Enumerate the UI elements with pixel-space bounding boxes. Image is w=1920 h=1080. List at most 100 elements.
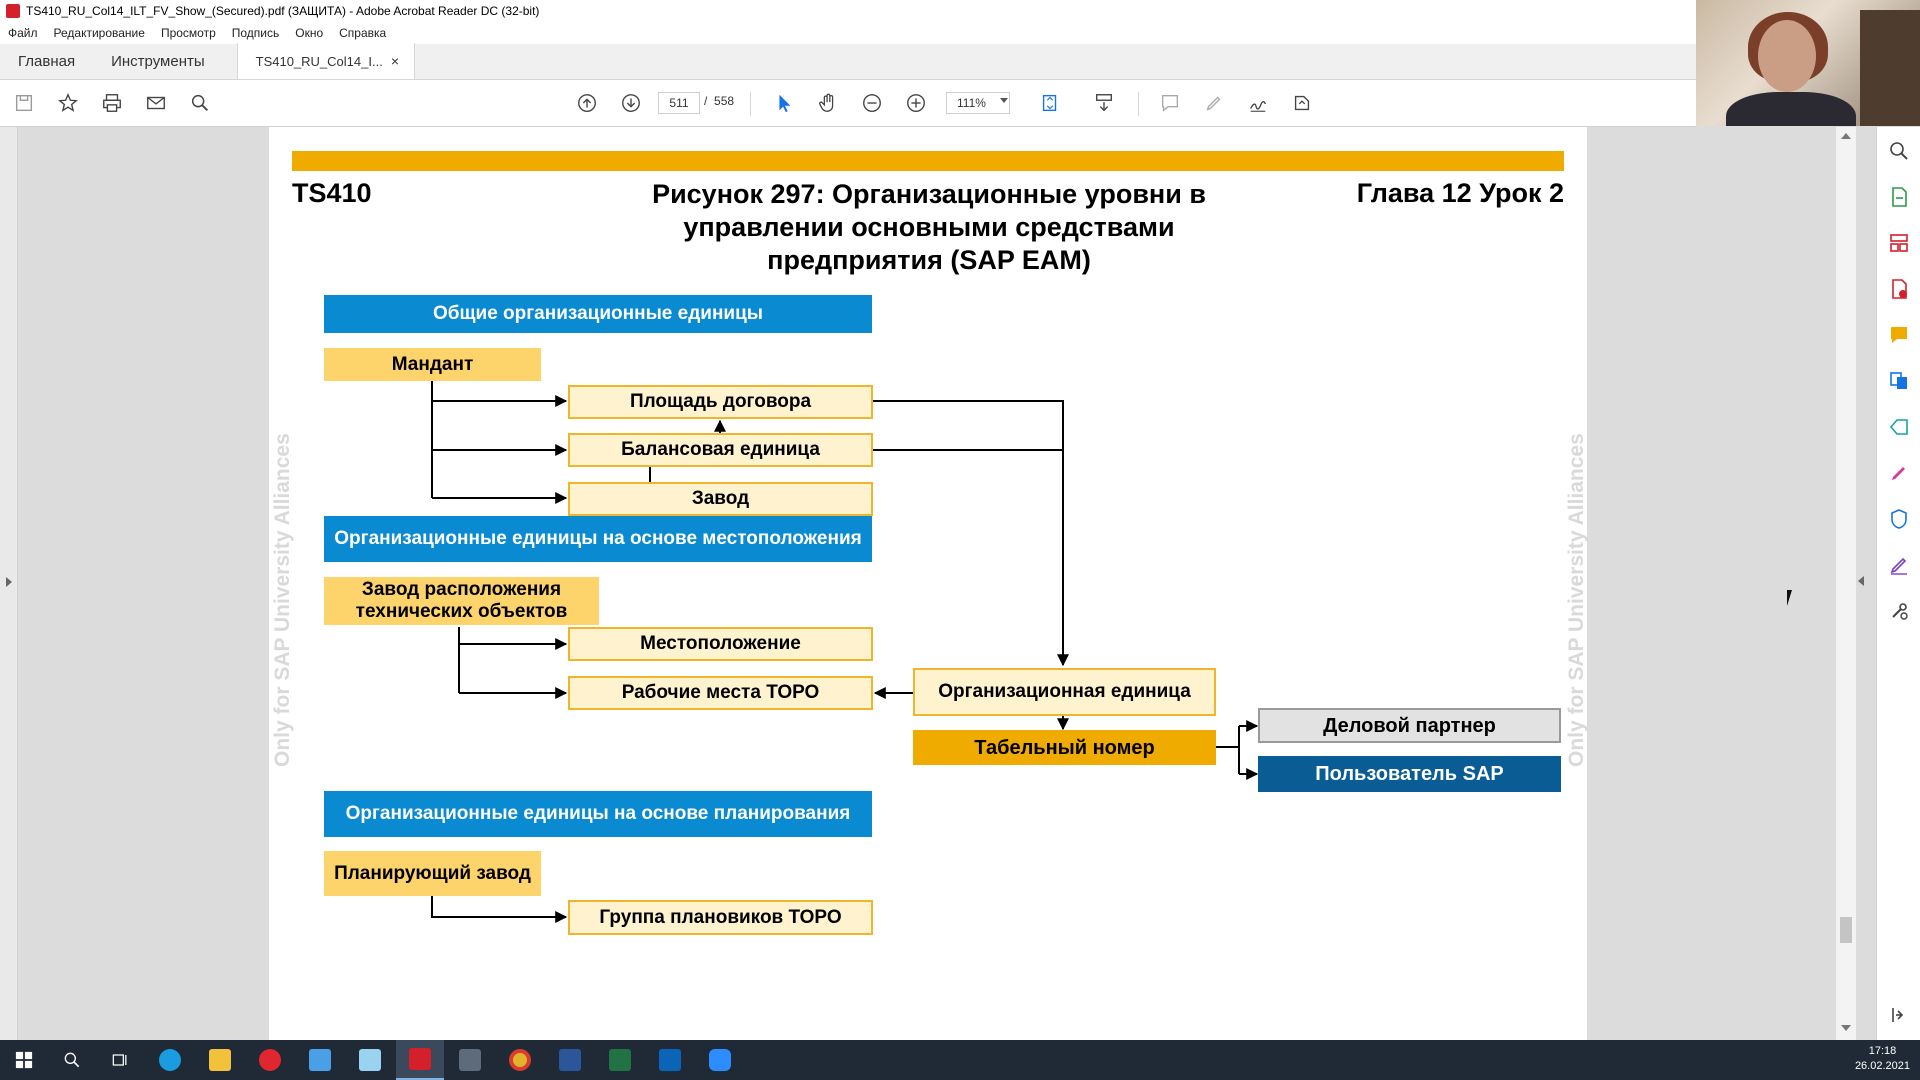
tab-document[interactable]: TS410_RU_Col14_I... ×	[236, 43, 415, 79]
node-work-centers: Рабочие места ТОРО	[568, 676, 873, 710]
fit-page-icon[interactable]	[1036, 89, 1064, 117]
search-icon[interactable]	[186, 89, 214, 117]
next-page-icon[interactable]	[617, 89, 645, 117]
node-business-partner: Деловой партнер	[1258, 708, 1561, 743]
highlight-pen-icon[interactable]	[1200, 89, 1228, 117]
tools-pane	[1876, 127, 1920, 1040]
menu-window[interactable]: Окно	[295, 26, 324, 40]
save-icon[interactable]	[10, 89, 38, 117]
node-location: Местоположение	[568, 627, 873, 661]
vertical-scrollbar[interactable]	[1836, 127, 1856, 1040]
taskbar-search-icon[interactable]	[48, 1040, 96, 1080]
organize-pages-icon[interactable]	[1887, 231, 1911, 255]
send-for-review-icon[interactable]	[1887, 415, 1911, 439]
acrobat-taskbar-icon[interactable]	[396, 1040, 444, 1080]
toolbar: 511 / 558 111%	[0, 80, 1696, 127]
connector-planningplant-plannergroup	[431, 896, 568, 923]
tab-document-label: TS410_RU_Col14_I...	[255, 53, 383, 69]
system-clock[interactable]: 17:18 26.02.2021	[1855, 1044, 1910, 1074]
task-view-icon[interactable]	[96, 1040, 144, 1080]
tab-tools-label: Инструменты	[111, 52, 205, 70]
comment-icon[interactable]	[1156, 89, 1184, 117]
page-number-input[interactable]: 511	[658, 92, 700, 114]
opera-icon[interactable]	[246, 1040, 294, 1080]
bookshelf-graphic	[1860, 10, 1920, 126]
bookmark-star-icon[interactable]	[54, 89, 82, 117]
scroll-up-icon[interactable]	[1841, 133, 1851, 139]
comment-tool-icon[interactable]	[1887, 323, 1911, 347]
zoom-search-icon[interactable]	[1887, 139, 1911, 163]
create-pdf-icon[interactable]	[1887, 277, 1911, 301]
fill-sign-icon[interactable]	[1887, 461, 1911, 485]
excel-icon[interactable]	[596, 1040, 644, 1080]
page-total-value: 558	[714, 94, 735, 108]
export-pdf-icon[interactable]	[1887, 185, 1911, 209]
section-location: Организационные единицы на основе местоп…	[324, 516, 872, 562]
menu-file[interactable]: Файл	[8, 26, 38, 40]
webcam-video	[1696, 0, 1920, 126]
left-panel-toggle[interactable]	[0, 127, 18, 1040]
file-explorer-icon[interactable]	[196, 1040, 244, 1080]
node-org-unit: Организационная единица	[913, 668, 1216, 716]
section-general: Общие организационные единицы	[324, 295, 872, 333]
zoom-app-icon[interactable]	[696, 1040, 744, 1080]
tab-home[interactable]: Главная	[0, 43, 93, 79]
print-icon[interactable]	[98, 89, 126, 117]
scroll-mode-icon[interactable]	[1090, 89, 1118, 117]
presenter-body	[1726, 92, 1856, 126]
document-viewport[interactable]: TS410 Рисунок 297: Организационные уровн…	[18, 127, 1846, 1040]
toolbar-separator	[1138, 92, 1139, 116]
edge-icon[interactable]	[146, 1040, 194, 1080]
tab-close-icon[interactable]: ×	[390, 53, 399, 69]
scroll-down-icon[interactable]	[1841, 1025, 1851, 1031]
pdf-page: TS410 Рисунок 297: Организационные уровн…	[269, 127, 1588, 1040]
menu-sign[interactable]: Подпись	[231, 26, 280, 40]
slide-chapter: Глава 12 Урок 2	[1356, 178, 1564, 208]
select-cursor-icon[interactable]	[770, 89, 798, 117]
node-planner-group: Группа плановиков ТОРО	[568, 900, 873, 935]
node-plant: Завод	[568, 482, 873, 516]
protect-icon[interactable]	[1887, 507, 1911, 531]
pen-app-icon[interactable]	[296, 1040, 344, 1080]
sign-icon[interactable]	[1244, 89, 1272, 117]
menu-edit[interactable]: Редактирование	[53, 26, 145, 40]
zoom-in-icon[interactable]	[902, 89, 930, 117]
tab-home-label: Главная	[18, 52, 76, 70]
outlook-icon[interactable]	[646, 1040, 694, 1080]
node-personnel-number: Табельный номер	[913, 730, 1216, 765]
node-company-code: Балансовая единица	[568, 433, 873, 467]
chevron-down-icon[interactable]	[1000, 98, 1008, 103]
more-tools-icon[interactable]	[1887, 599, 1911, 623]
windows-start-icon[interactable]	[0, 1040, 48, 1080]
slide-accent-bar	[292, 151, 1564, 171]
node-planning-plant: Планирующий завод	[324, 851, 541, 896]
word-icon[interactable]	[546, 1040, 594, 1080]
zoom-select[interactable]: 111%	[946, 92, 1010, 114]
window-title: TS410_RU_Col14_ILT_FV_Show_(Secured).pdf…	[26, 4, 540, 18]
connector-contract-orgunit	[873, 400, 1069, 667]
title-bar: TS410_RU_Col14_ILT_FV_Show_(Secured).pdf…	[0, 0, 1696, 22]
clock-date: 26.02.2021	[1854, 1060, 1910, 1072]
notepad-icon[interactable]	[346, 1040, 394, 1080]
toolbar-separator	[750, 92, 751, 116]
hand-tool-icon[interactable]	[814, 89, 842, 117]
right-panel-collapse-icon[interactable]	[1858, 576, 1864, 586]
calculator-icon[interactable]	[446, 1040, 494, 1080]
scrollbar-thumb[interactable]	[1840, 917, 1852, 943]
menu-help[interactable]: Справка	[339, 26, 387, 40]
tab-bar: Главная Инструменты TS410_RU_Col14_I... …	[0, 43, 1696, 80]
chevron-right-icon[interactable]	[6, 577, 12, 587]
chrome-icon[interactable]	[496, 1040, 544, 1080]
clock-time: 17:18	[1868, 1045, 1897, 1057]
menu-view[interactable]: Просмотр	[160, 26, 216, 40]
collapse-pane-icon[interactable]	[1887, 1003, 1911, 1027]
share-icon[interactable]	[1288, 89, 1316, 117]
acrobat-icon	[6, 4, 20, 18]
tab-tools[interactable]: Инструменты	[93, 43, 223, 79]
signature-icon[interactable]	[1887, 553, 1911, 577]
combine-files-icon[interactable]	[1887, 369, 1911, 393]
prev-page-icon[interactable]	[573, 89, 601, 117]
page-total: / 558	[704, 94, 734, 108]
zoom-out-icon[interactable]	[858, 89, 886, 117]
email-icon[interactable]	[142, 89, 170, 117]
